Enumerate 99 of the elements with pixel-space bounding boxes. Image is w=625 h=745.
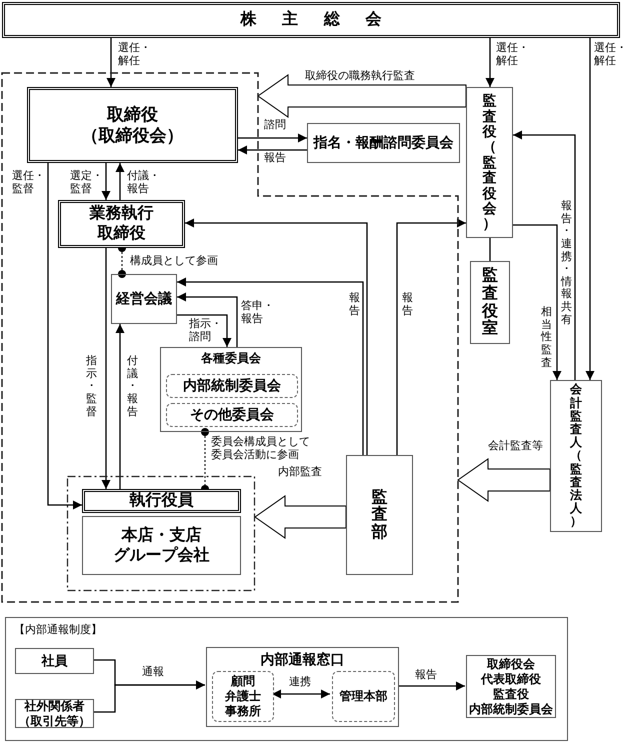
box-label: 経営会議: [116, 290, 172, 308]
box-label: 監査役: [493, 686, 529, 702]
box-label: グループ会社: [114, 546, 210, 566]
box-label: 管理本部: [340, 689, 388, 704]
box-label: 事務所: [225, 704, 261, 719]
edge-label: 委員会構成員として委員会活動に参画: [211, 436, 311, 462]
edge-label: 選任・解任: [594, 42, 625, 68]
box-label: 指名・報酬諮問委員会: [314, 134, 454, 152]
box-label: 監査役室: [482, 267, 498, 338]
process-box: [82, 516, 241, 575]
double-border-box: [58, 200, 185, 248]
edge-label: 連携: [289, 676, 311, 689]
box-label: 監査役（監査役会）: [482, 93, 496, 232]
box-label: 社員: [42, 652, 68, 670]
arrow: [177, 292, 238, 347]
arrow: [177, 278, 364, 455]
process-box: [307, 123, 460, 163]
box-label: 株主総会: [239, 10, 407, 30]
edge-label: 指示・諮問: [189, 318, 223, 344]
process-box: [550, 380, 602, 532]
box-label: 執行役員: [130, 491, 194, 511]
dashed-box: [212, 671, 274, 722]
arrow: [513, 224, 562, 380]
box-label: その他委員会: [190, 406, 274, 424]
arrow: [116, 324, 124, 489]
process-box: [470, 261, 510, 344]
arrow: [116, 163, 124, 200]
box-heading: 各種委員会: [201, 351, 261, 366]
box-label: 弁護士: [225, 689, 261, 704]
dashed-box: [166, 374, 298, 398]
process-box: [466, 655, 556, 718]
edge-label: 通報: [142, 666, 164, 679]
edge-label: 報告: [349, 292, 360, 318]
arrow: [396, 218, 466, 455]
process-box: [206, 647, 399, 727]
connector-line: [489, 238, 491, 261]
box-label: 内部統制委員会: [469, 702, 553, 716]
edge-label: 報告・連携・情報共有: [561, 200, 572, 326]
arrow: [238, 146, 307, 154]
edge-label: 選任・解任: [496, 42, 530, 68]
arrow: [106, 38, 116, 87]
dashed-box: [166, 403, 298, 427]
edge-label: 報告: [402, 292, 413, 318]
double-border-box: [27, 87, 238, 163]
process-box: [15, 648, 94, 674]
arrow: [47, 163, 82, 510]
box-heading: 【内部通報制度】: [14, 624, 102, 638]
hollow-arrow: [254, 495, 346, 539]
box-label: 取締役: [107, 104, 158, 125]
edge-label: 選任・解任: [118, 42, 152, 68]
arrow: [185, 218, 368, 455]
box-label: （取引先等）: [18, 714, 90, 728]
double-border-box: [82, 489, 241, 513]
arrow: [102, 248, 110, 489]
edge-label: 取締役の職務執行監査: [305, 70, 415, 83]
edge-label: 報告: [264, 152, 286, 165]
box-label: 社外関係者: [24, 698, 84, 714]
edge-label: 構成員として参画: [130, 255, 218, 268]
edge-label: 付議・報告: [127, 170, 161, 196]
edge-label: 諮問: [264, 119, 286, 132]
arrow: [272, 690, 330, 698]
process-box: [15, 699, 94, 728]
edge-label: 指示・監督: [86, 355, 97, 418]
hollow-arrow: [257, 74, 466, 118]
box-label: 監査部: [372, 488, 388, 542]
process-box: [111, 274, 177, 324]
arrow: [486, 38, 494, 87]
arrow: [398, 682, 465, 690]
hollow-arrow: [457, 458, 550, 502]
edge-label: 選任・監督: [12, 170, 46, 196]
process-box: [5, 617, 568, 741]
box-label: 業務執行取締役: [90, 204, 154, 244]
box-label: 顧問: [231, 674, 255, 689]
box-label: （取締役会）: [82, 125, 184, 146]
edge-label: 報告: [415, 669, 437, 682]
double-border-box: [2, 2, 620, 38]
edge-label: 付議・報告: [127, 355, 138, 418]
process-box: [466, 87, 513, 238]
box-heading: 内部通報窓口: [260, 651, 344, 668]
edge-label: 選定・監督: [70, 170, 104, 196]
edge-label: 相当性監査: [541, 306, 552, 370]
arrow: [238, 134, 307, 142]
arrow: [513, 130, 576, 380]
box-label: 取締役会: [487, 656, 535, 672]
arrow: [586, 38, 594, 380]
edge-label: 答申・報告: [241, 300, 275, 326]
dashed-box: [332, 671, 395, 722]
box-label: 会計監査人（監査法人）: [570, 383, 582, 529]
edge-label: 内部監査: [278, 466, 322, 479]
process-box: [160, 347, 302, 432]
arrow: [102, 163, 110, 200]
arrow: [93, 680, 205, 713]
box-label: 代表取締役: [481, 672, 541, 686]
edge-label: 会計監査等: [488, 440, 543, 453]
box-label: 内部統制委員会: [183, 377, 281, 395]
process-box: [346, 455, 413, 575]
box-label: 本店・支店: [122, 526, 202, 546]
arrow: [177, 314, 232, 347]
dash-dot-boundary: [67, 476, 255, 591]
